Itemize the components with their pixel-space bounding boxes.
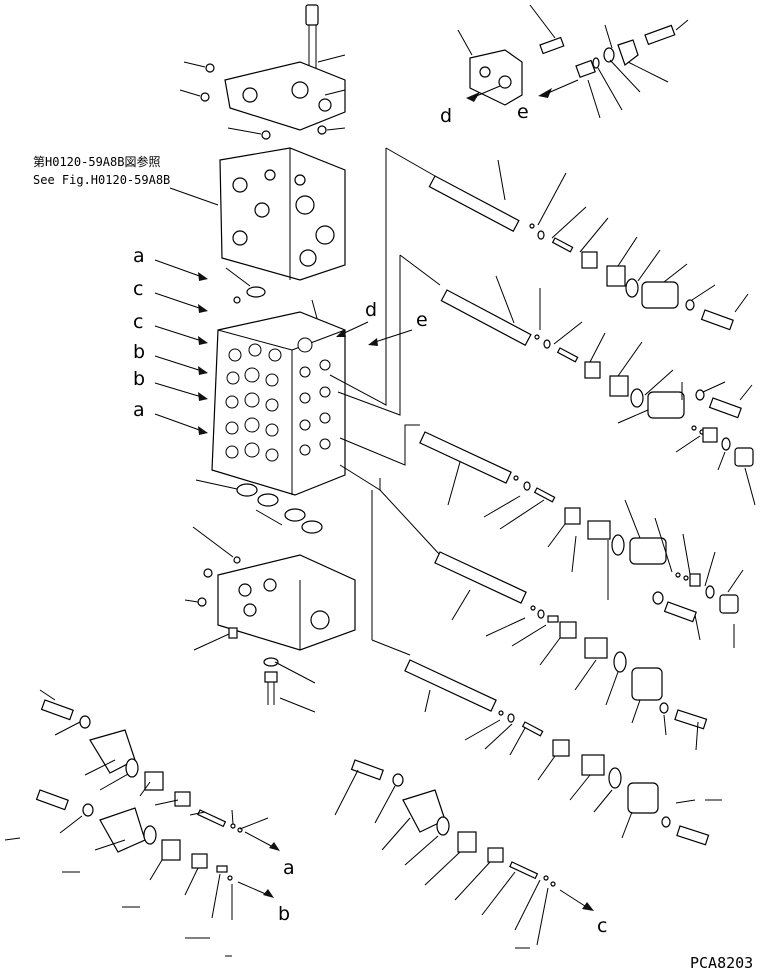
figure-reference: 第H0120-59A8B図参照 See Fig.H0120-59A8B [33, 154, 219, 206]
bottom-middle-assembly-c: c [334, 759, 607, 949]
top-right-cap-assembly: d e [440, 4, 689, 127]
spool-row-4 [434, 551, 708, 751]
spool-row-3 [419, 431, 744, 648]
spool-routing-lines [329, 147, 441, 656]
lower-o-rings [195, 479, 323, 534]
callout-a-1: a [133, 245, 145, 267]
callout-e-right: e [416, 309, 428, 331]
callout-d-top: d [440, 105, 452, 127]
left-callouts: a c c b b a [133, 245, 208, 435]
callout-a-2: a [133, 399, 145, 421]
reference-line-2: See Fig.H0120-59A8B [33, 173, 170, 187]
callout-a-bottom: a [283, 857, 295, 879]
callout-e-top: e [517, 101, 529, 123]
spool-row-2-relief [617, 409, 756, 506]
callout-c-bottom: c [597, 915, 607, 937]
callout-b-2: b [133, 368, 145, 390]
callout-c-2: c [133, 311, 143, 333]
spool-row-1 [428, 159, 749, 331]
top-cover-assembly [179, 4, 346, 140]
callout-c-1: c [133, 278, 143, 300]
bottom-left-assembly-b: b [4, 789, 290, 957]
callout-b-1: b [133, 341, 145, 363]
upper-valve-section [219, 147, 346, 281]
lower-end-section [184, 526, 356, 713]
drawing-code: PCA8203 [690, 954, 753, 972]
callout-b-bottom: b [278, 903, 290, 925]
bottom-left-assembly-a: a [39, 689, 295, 879]
callout-d-right: d [365, 299, 377, 321]
right-callouts: d e [336, 299, 428, 346]
spool-row-5 [404, 659, 722, 846]
main-valve-block [211, 311, 346, 496]
reference-line-1: 第H0120-59A8B図参照 [33, 154, 160, 169]
spool-row-2 [440, 275, 753, 419]
